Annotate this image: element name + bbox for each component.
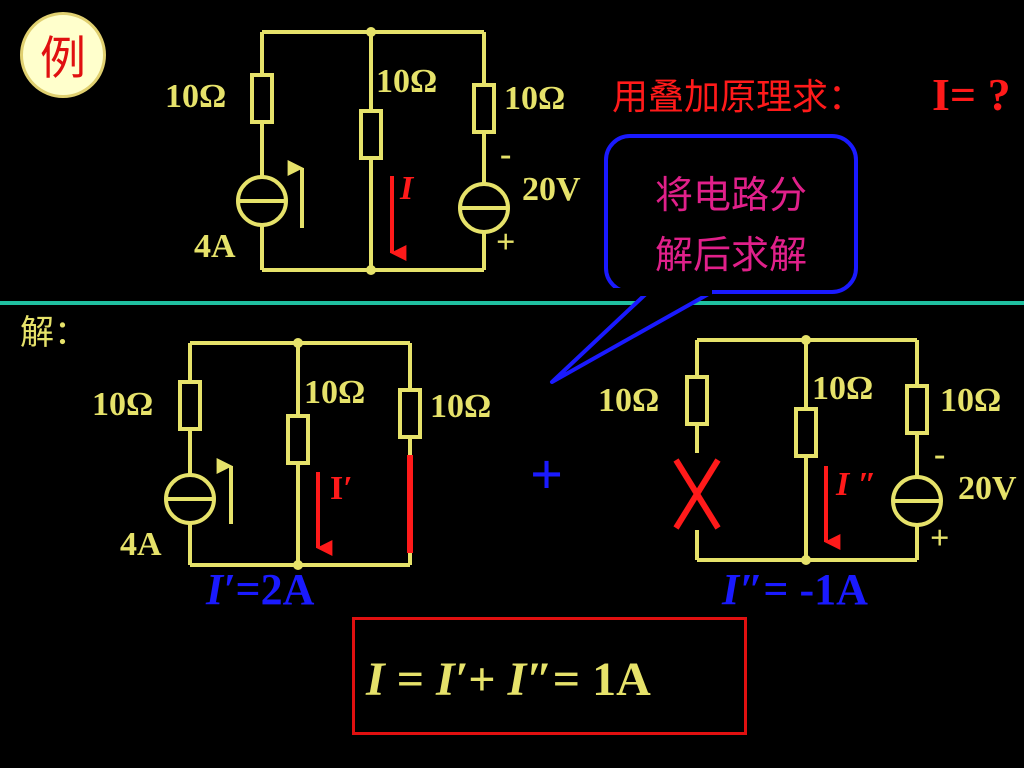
resistor-label-mid: 10Ω	[376, 63, 438, 100]
resistor	[472, 83, 496, 134]
result-2-rhs: = -1A	[763, 565, 868, 614]
plus-sign: +	[496, 224, 516, 261]
result-1: I′=2A	[206, 568, 314, 612]
final-rest: = 1A	[552, 653, 651, 706]
resistor	[905, 384, 929, 435]
final-ipp: I″	[507, 653, 553, 706]
current-label: I	[400, 170, 414, 207]
final-plus: +	[468, 653, 508, 706]
resistor-label-right: 10Ω	[430, 388, 492, 425]
result-2-lhs: I″	[722, 565, 764, 614]
result-2: I″= -1A	[722, 568, 868, 612]
final-ip: I′	[436, 653, 469, 706]
resistor-label-left: 10Ω	[165, 78, 227, 115]
resistor	[794, 407, 818, 458]
current-label: I ″	[836, 466, 877, 503]
final-eq: =	[384, 653, 437, 706]
callout-line-1: 将电路分	[654, 173, 807, 217]
resistor-label-right: 10Ω	[940, 382, 1002, 419]
open-circuit-x-mark	[673, 458, 721, 530]
plus-sign: +	[930, 520, 950, 557]
source-current-label: 4A	[120, 526, 162, 563]
source-current-label: 4A	[194, 228, 236, 265]
question-text: 用叠加原理求：	[612, 77, 865, 118]
final-result-box	[352, 617, 747, 735]
callout-joint	[612, 288, 712, 296]
resistor	[398, 388, 422, 439]
final-i: I	[366, 653, 385, 706]
resistor-label-mid: 10Ω	[812, 370, 874, 407]
question-target: I= ?	[932, 69, 1011, 120]
original-circuit	[236, 30, 510, 272]
resistor	[685, 375, 709, 426]
callout-bubble: 将电路分 解后求解	[604, 134, 858, 294]
resistor	[359, 109, 383, 160]
sub-circuit-1	[164, 341, 422, 567]
source-voltage-label: 20V	[958, 470, 1017, 507]
current-label: I′	[330, 470, 353, 507]
resistor	[178, 380, 202, 431]
resistor-label-mid: 10Ω	[304, 374, 366, 411]
resistor-label-right: 10Ω	[504, 80, 566, 117]
minus-sign: -	[500, 136, 512, 173]
resistor-label-left: 10Ω	[598, 382, 660, 419]
callout-line-2: 解后求解	[654, 233, 807, 277]
resistor	[250, 73, 274, 124]
source-voltage-label: 20V	[522, 171, 581, 208]
solution-label: 解：	[20, 313, 88, 353]
example-badge: 例	[20, 12, 106, 98]
superposition-plus: +	[530, 442, 564, 507]
resistor	[286, 414, 310, 465]
resistor-label-left: 10Ω	[92, 386, 154, 423]
result-1-lhs: I′	[206, 565, 236, 614]
final-equation: I = I′+ I″= 1A	[366, 656, 651, 704]
minus-sign: -	[934, 436, 946, 473]
result-1-rhs: =2A	[235, 565, 315, 614]
